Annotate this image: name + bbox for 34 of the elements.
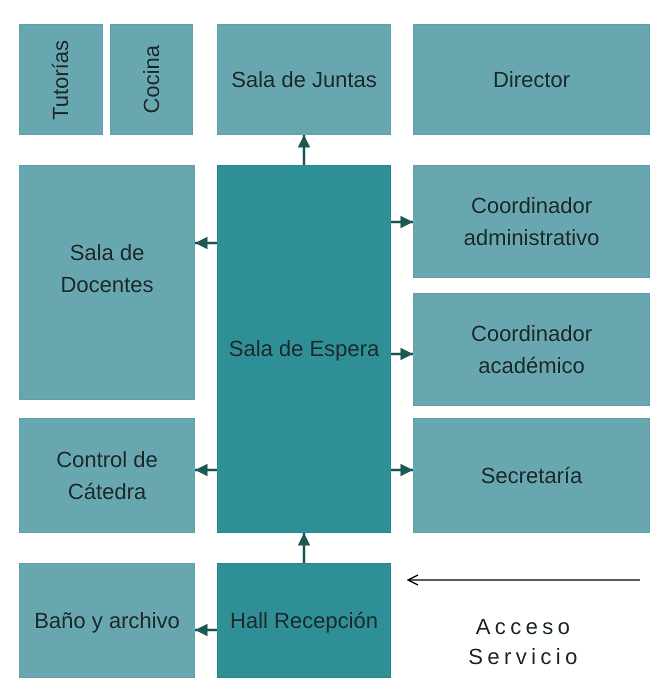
room-label: Baño y archivo (34, 606, 180, 635)
room-label: Secretaría (480, 462, 582, 490)
room-label: Tutorías (47, 40, 74, 120)
room-label: Coordinador académico (470, 320, 594, 380)
room-box (217, 563, 391, 678)
room-label: Sala de Juntas (231, 66, 377, 94)
room-box (19, 418, 195, 533)
room-label: Hall Recepción (230, 606, 378, 635)
room-box (19, 24, 103, 135)
arrow (391, 348, 413, 360)
arrow (195, 464, 217, 476)
room-label: Sala de Espera (228, 335, 380, 363)
arrow (195, 236, 217, 250)
room-box (19, 165, 195, 400)
room-box (413, 418, 650, 533)
room-box (217, 24, 391, 135)
access-label: Acceso Servicio (467, 613, 583, 671)
room-box (110, 24, 193, 135)
room-box (413, 165, 650, 278)
arrow (391, 464, 413, 476)
room-box (413, 24, 650, 135)
room-label: Cocina (138, 45, 164, 114)
room-label: Coordinador administrativo (462, 192, 600, 252)
arrow (298, 135, 310, 165)
room-box (413, 293, 650, 406)
room-label: Sala de Docentes (60, 239, 154, 299)
arrow (391, 216, 413, 228)
arrow (298, 533, 310, 563)
arrow (407, 574, 640, 586)
arrow (195, 624, 217, 636)
room-label: Control de Cátedra (55, 446, 159, 506)
room-box (217, 165, 391, 533)
room-label: Director (492, 66, 570, 94)
room-box (19, 563, 195, 678)
